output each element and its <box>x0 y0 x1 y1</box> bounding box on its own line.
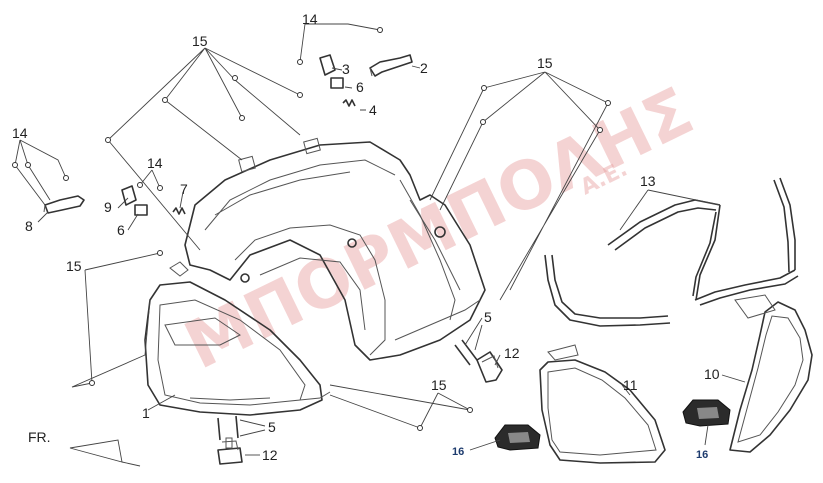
watermark-text: ΜΠΟΡΜΠΟΛΗΣ <box>173 72 705 384</box>
callout-6b: 6 <box>117 222 125 238</box>
callout-13: 13 <box>640 173 656 189</box>
part-9-clip <box>121 185 137 206</box>
callout-9: 9 <box>104 199 112 215</box>
callout-16b: 16 <box>696 449 708 461</box>
part-3-clip <box>319 54 336 76</box>
part-16-clip-b <box>682 399 731 427</box>
callout-5b: 5 <box>268 419 276 435</box>
part-5-screws-b <box>217 415 239 441</box>
callout-3: 3 <box>342 61 350 77</box>
callout-12a: 12 <box>504 345 520 361</box>
callout-14c: 14 <box>147 155 163 171</box>
callout-1: 1 <box>142 405 150 421</box>
callout-6a: 6 <box>356 79 364 95</box>
fixing-points <box>12 27 611 431</box>
callout-4: 4 <box>369 102 377 118</box>
part-5-screws-a <box>454 339 478 366</box>
part-8-bracket <box>43 195 85 214</box>
callout-14b: 14 <box>12 125 28 141</box>
callout-10: 10 <box>704 366 720 382</box>
callout-11: 11 <box>623 377 638 393</box>
part-10-lens <box>729 294 813 453</box>
callout-5a: 5 <box>484 309 492 325</box>
part-16-clip-a <box>494 424 541 451</box>
callout-12b: 12 <box>262 447 278 463</box>
callout-2: 2 <box>420 60 428 76</box>
callout-7: 7 <box>180 181 188 197</box>
part-12-connector-a <box>476 351 503 383</box>
front-direction-indicator: FR. <box>28 429 141 467</box>
part-12-connector-b <box>217 437 243 465</box>
part-2-bracket <box>369 54 413 77</box>
part-6-block-b <box>134 204 148 216</box>
front-label: FR. <box>28 429 51 445</box>
part-1-inner-cover <box>144 137 486 416</box>
callout-15a: 15 <box>192 33 208 49</box>
part-6-block-a <box>330 77 344 89</box>
callout-8: 8 <box>25 218 33 234</box>
callout-15c: 15 <box>66 258 82 274</box>
callout-15b: 15 <box>537 55 553 71</box>
part-11-lens <box>539 344 666 464</box>
callout-15d: 15 <box>431 377 447 393</box>
callout-16a: 16 <box>452 446 464 458</box>
callout-labels: 1 2 3 4 5 5 6 6 7 8 9 10 11 12 12 13 14 … <box>12 11 720 463</box>
leader-lines <box>14 23 746 456</box>
callout-14a: 14 <box>302 11 318 27</box>
part-7-spring <box>172 207 186 215</box>
watermark: ΜΠΟΡΜΠΟΛΗΣ <box>173 72 705 384</box>
part-4-spring <box>342 99 356 107</box>
